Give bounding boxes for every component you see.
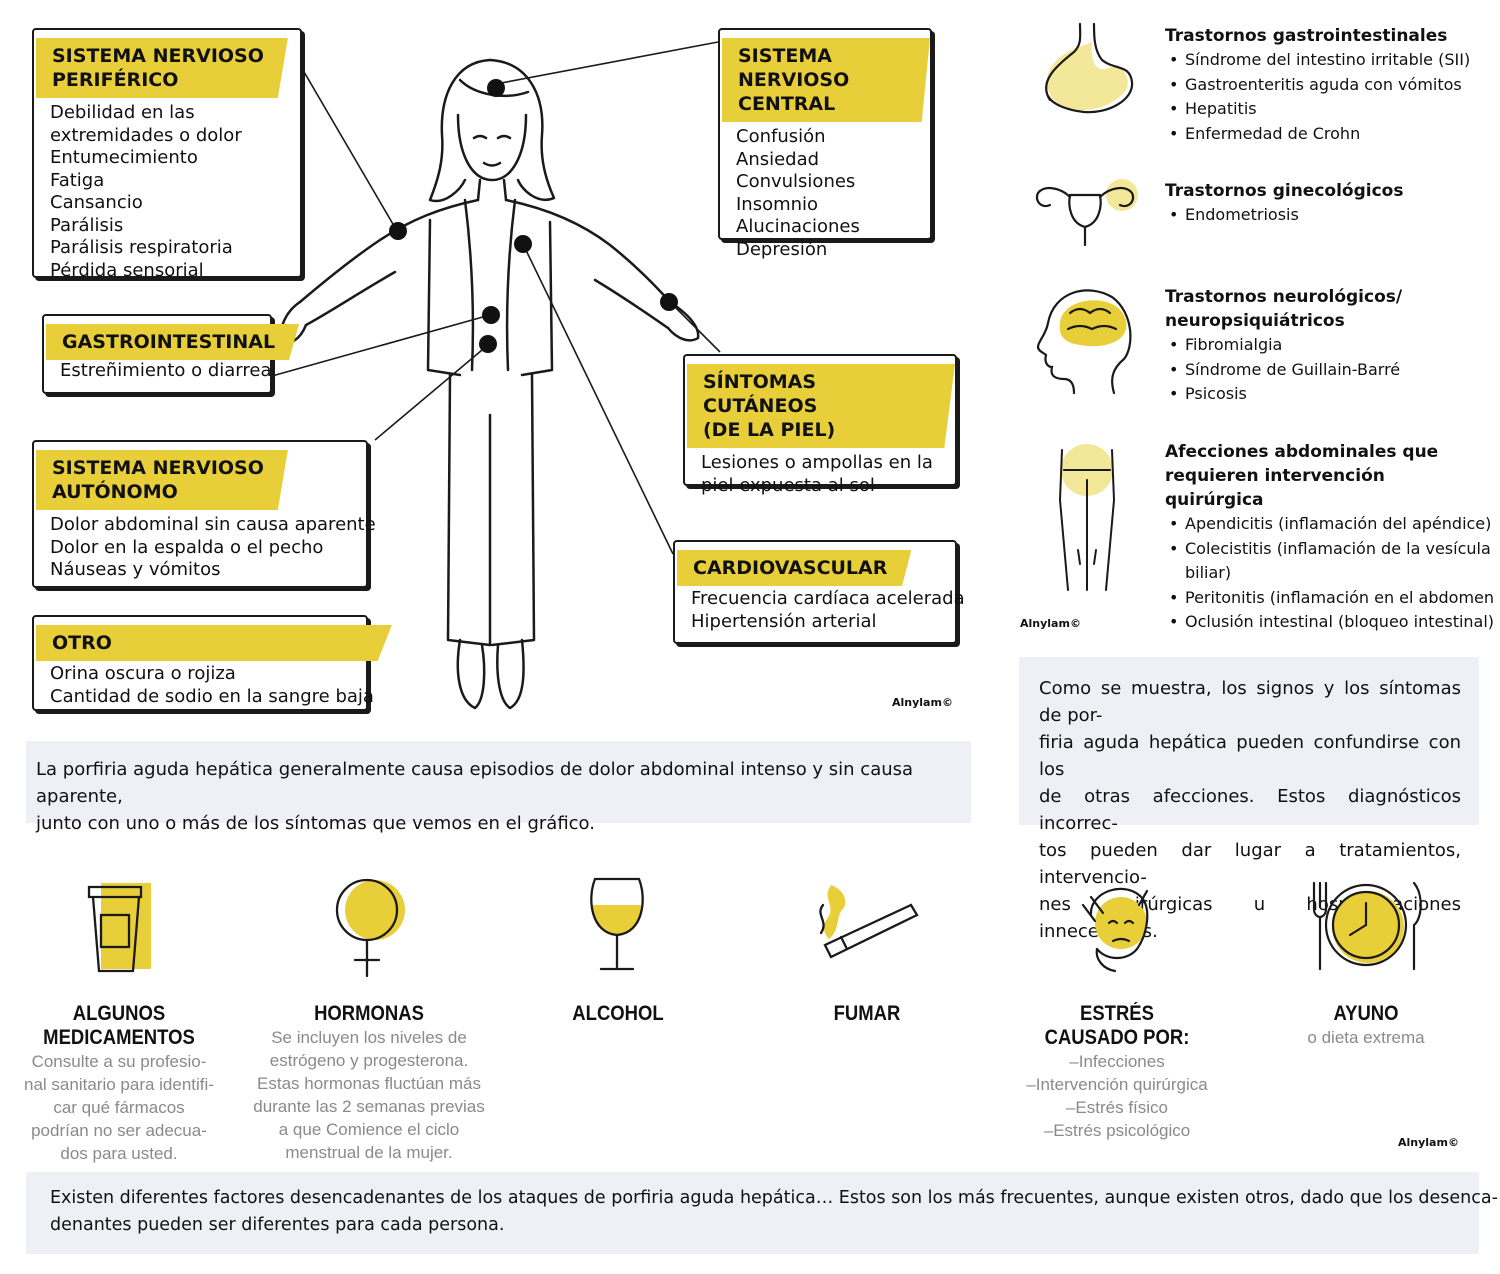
- abdomen-legs-icon: [1058, 444, 1116, 591]
- credit-conditions: Alnylam©: [1020, 617, 1081, 630]
- marker-arm: [389, 222, 407, 240]
- trigger-description: o dieta extrema: [1307, 1028, 1425, 1047]
- head-brain-icon: [1036, 289, 1132, 395]
- stressed-face-icon: [1081, 887, 1149, 973]
- symptom-box-peripheral-nervous-system: SISTEMA NERVIOSO PERIFÉRICO Debilidad en…: [32, 28, 302, 281]
- symptom-list: Estreñimiento o diarrea: [60, 360, 272, 381]
- trigger-alcohol: ALCOHOL: [493, 870, 743, 1026]
- box-heading: SÍNTOMAS CUTÁNEOS(DE LA PIEL): [687, 364, 955, 448]
- hair-left: [428, 58, 492, 203]
- stomach-icon: [1045, 22, 1134, 114]
- condition-list: FibromialgiaSíndrome de Guillain-BarréPs…: [1165, 333, 1402, 407]
- condition-list: Endometriosis: [1165, 203, 1403, 228]
- condition-title: Trastornos ginecológicos: [1165, 181, 1404, 201]
- condition-list: Síndrome del intestino irritable (SII)Ga…: [1165, 48, 1470, 146]
- woman-figure: [279, 58, 700, 710]
- box-heading: CARDIOVASCULAR: [677, 550, 912, 586]
- trigger-name: HORMONAS: [314, 1002, 424, 1025]
- marker-hand: [660, 293, 678, 311]
- trigger-name: FUMAR: [833, 1002, 901, 1025]
- credit-figure: Alnylam©: [892, 696, 953, 709]
- box-heading: OTRO: [36, 625, 392, 661]
- symptom-box-cardiovascular: CARDIOVASCULAR Frecuencia cardíaca acele…: [673, 540, 965, 644]
- marker-head: [487, 79, 505, 97]
- condition-neurological: Trastornos neurológicos/neuropsiquiátric…: [1165, 285, 1402, 407]
- trigger-description: –Infecciones–Intervención quirúrgica–Est…: [1026, 1052, 1208, 1140]
- box-heading: GASTROINTESTINAL: [46, 324, 300, 360]
- marker-abdomen-lower: [479, 335, 497, 353]
- uterus-icon: [1035, 179, 1138, 247]
- trigger-name: ALCOHOL: [572, 1002, 664, 1025]
- symptom-box-gastrointestinal: GASTROINTESTINAL Estreñimiento o diarrea: [42, 314, 300, 394]
- credit-triggers: Alnylam©: [1398, 1136, 1459, 1149]
- note-triggers: Existen diferentes factores desencadenan…: [26, 1172, 1498, 1254]
- condition-title: Trastornos neurológicos/neuropsiquiátric…: [1165, 287, 1403, 331]
- note-misdiagnosis: Como se muestra, los signos y los síntom…: [1019, 657, 1479, 942]
- box-heading: SISTEMA NERVIOSO PERIFÉRICO: [36, 38, 288, 98]
- trigger-name: AYUNO: [1333, 1002, 1399, 1025]
- medication-cup-icon: [87, 883, 151, 973]
- trigger-smoking: FUMAR: [742, 870, 992, 1026]
- hair-right: [488, 58, 556, 201]
- condition-title: Trastornos gastrointestinales: [1165, 26, 1448, 46]
- cigarette-icon: [819, 885, 919, 959]
- symptom-box-skin: SÍNTOMAS CUTÁNEOS(DE LA PIEL) Lesiones o…: [683, 354, 957, 496]
- condition-gynecological: Trastornos ginecológicos Endometriosis: [1165, 179, 1403, 228]
- trigger-description: Consulte a su profesio-nal sanitario par…: [24, 1052, 214, 1163]
- trigger-fasting: AYUNO o dieta extrema: [1241, 870, 1491, 1049]
- face: [456, 113, 528, 182]
- note-porphyria-symptoms: La porfiria aguda hepática generalmente …: [26, 741, 971, 834]
- condition-gastrointestinal: Trastornos gastrointestinales Síndrome d…: [1165, 24, 1470, 146]
- marker-abdomen-upper: [482, 306, 500, 324]
- marker-chest: [514, 235, 532, 253]
- plate-clock-icon: [1312, 881, 1422, 971]
- female-symbol-icon: [335, 878, 405, 978]
- condition-list: Apendicitis (inflamación del apéndice) C…: [1165, 512, 1494, 635]
- wine-glass-icon: [590, 877, 644, 971]
